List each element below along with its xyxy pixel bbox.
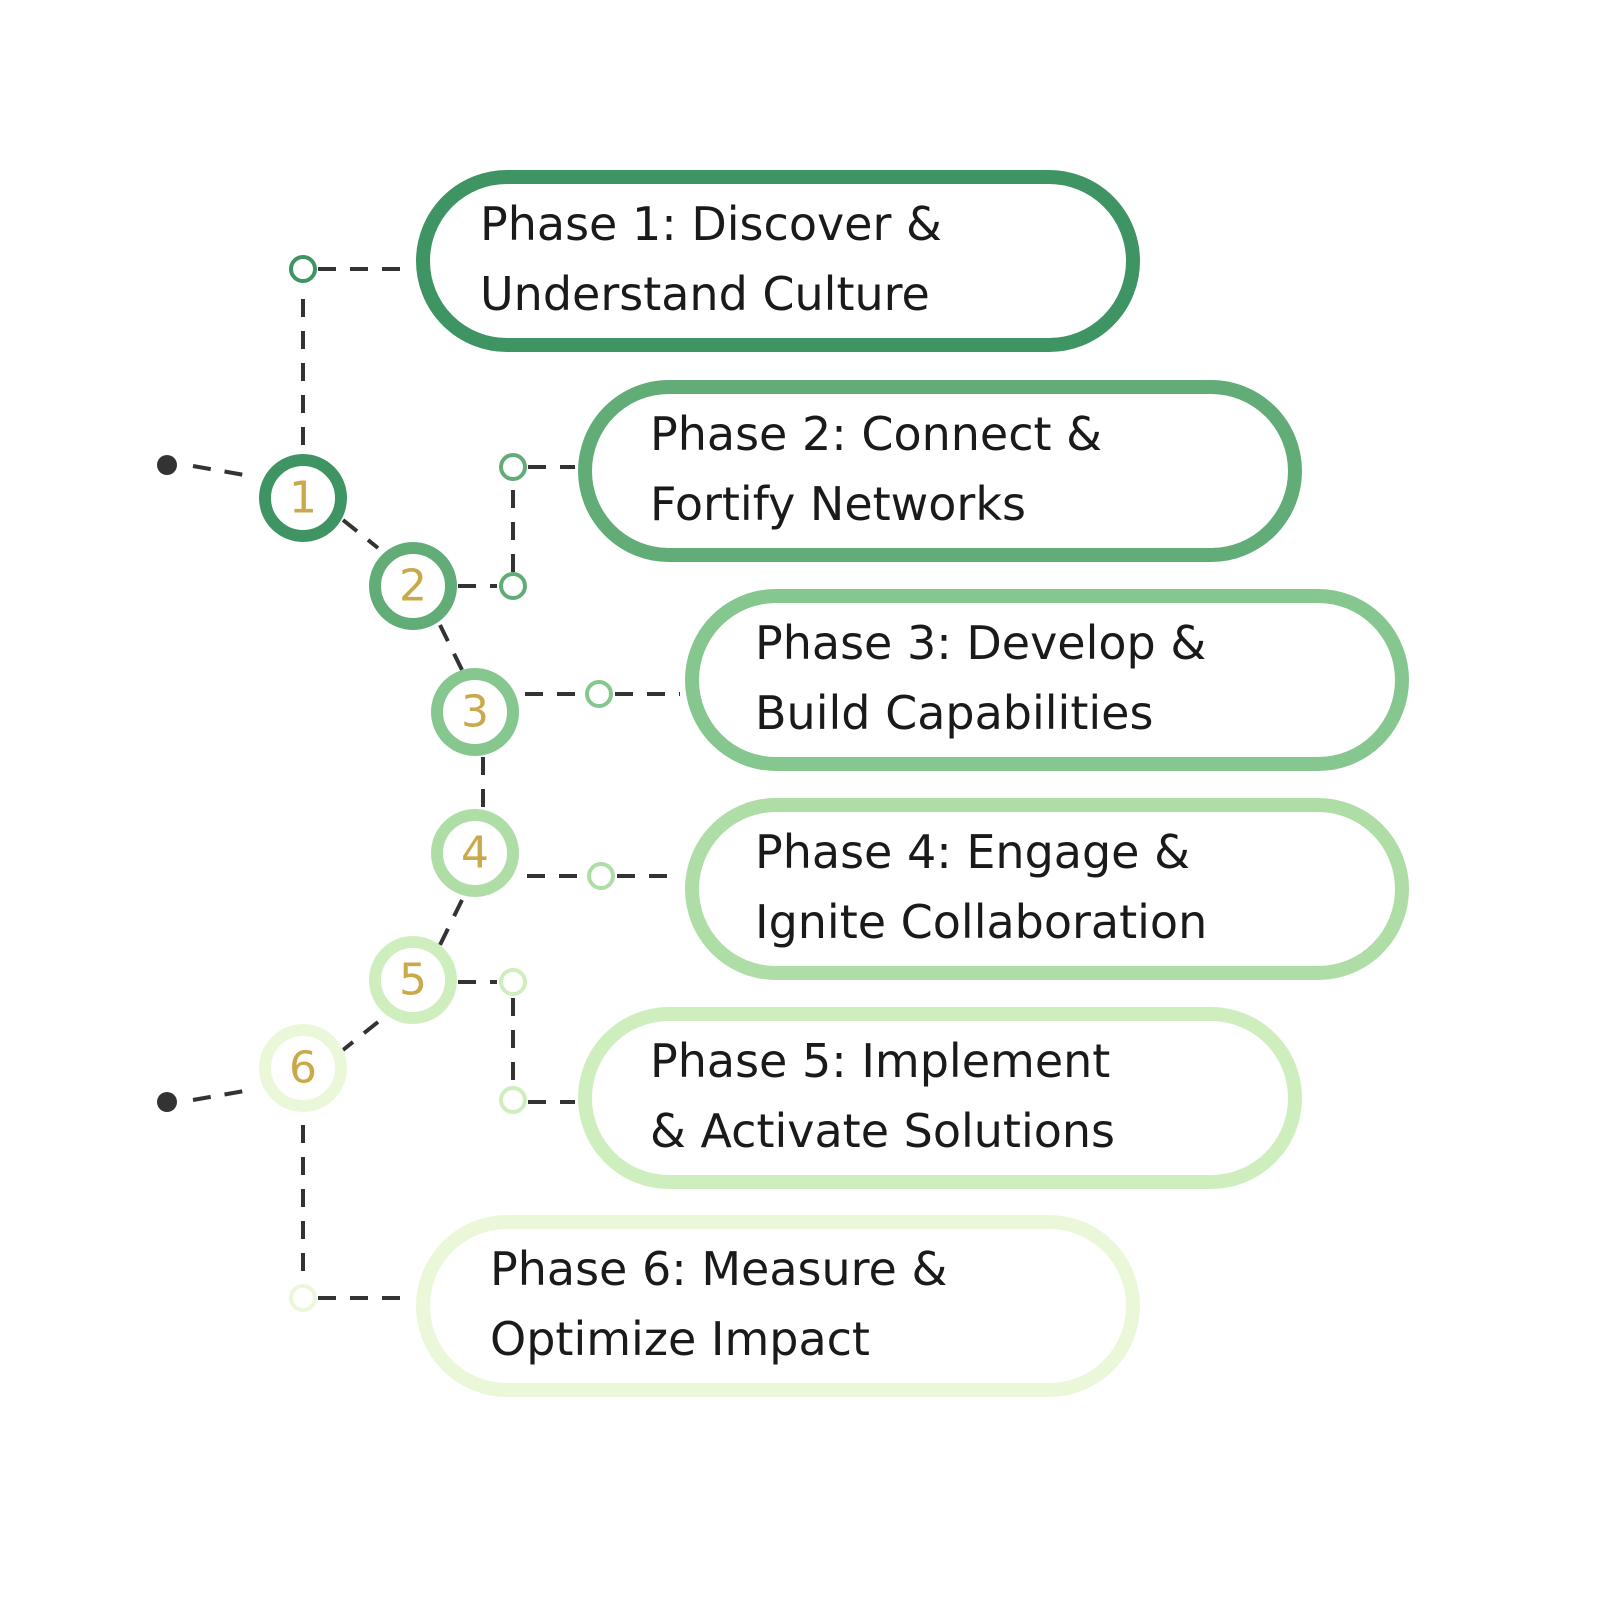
phase-3: Phase 3: Develop & Build Capabilities 3 [431, 589, 1409, 771]
connector-node [289, 1284, 317, 1312]
phase-4: Phase 4: Engage & Ignite Collaboration 4 [431, 798, 1409, 980]
phase-pill [416, 170, 1140, 352]
phase-title-line2: Optimize Impact [490, 1312, 870, 1366]
phase-title-line1: Phase 3: Develop & [755, 616, 1206, 670]
connector-node [499, 1086, 527, 1114]
phase-pill [578, 380, 1302, 562]
connector-node [499, 572, 527, 600]
phase-number-circle [259, 454, 347, 542]
phase-number: 3 [461, 687, 489, 738]
phase-number: 2 [399, 561, 427, 612]
phase-pill [416, 1215, 1140, 1397]
phase-pill [578, 1007, 1302, 1189]
phase-title-line2: & Activate Solutions [650, 1104, 1115, 1158]
start-dot [157, 455, 177, 475]
phase-number: 4 [461, 828, 489, 879]
phase-title-line1: Phase 1: Discover & [480, 197, 942, 251]
phase-5: Phase 5: Implement & Activate Solutions 5 [369, 936, 1302, 1189]
phase-title-line2: Fortify Networks [650, 477, 1026, 531]
phase-2: Phase 2: Connect & Fortify Networks 2 [369, 380, 1302, 630]
connector-node [587, 862, 615, 890]
phase-title-line2: Ignite Collaboration [755, 895, 1207, 949]
phase-title-line2: Build Capabilities [755, 686, 1153, 740]
phase-number: 6 [289, 1043, 317, 1094]
phase-number-circle [259, 1024, 347, 1112]
phase-number: 1 [289, 473, 317, 524]
phase-pill [685, 798, 1409, 980]
connector-node [585, 680, 613, 708]
phase-title-line1: Phase 2: Connect & [650, 407, 1102, 461]
phase-1: Phase 1: Discover & Understand Culture 1 [259, 170, 1140, 542]
connector-node [289, 255, 317, 283]
connectors [157, 267, 680, 1300]
phase-number-circle [369, 542, 457, 630]
phase-pill [685, 589, 1409, 771]
phase-title-line1: Phase 4: Engage & [755, 825, 1190, 879]
phase-6: Phase 6: Measure & Optimize Impact 6 [259, 1024, 1140, 1397]
phase-title-line1: Phase 5: Implement [650, 1034, 1110, 1088]
phase-number: 5 [399, 955, 427, 1006]
connector-node [499, 453, 527, 481]
phase-title-line2: Understand Culture [480, 267, 930, 321]
phase-number-circle [431, 668, 519, 756]
phase-number-circle [431, 809, 519, 897]
connector-node [499, 968, 527, 996]
phase-number-circle [369, 936, 457, 1024]
end-dot [157, 1092, 177, 1112]
phase-title-line1: Phase 6: Measure & [490, 1242, 947, 1296]
